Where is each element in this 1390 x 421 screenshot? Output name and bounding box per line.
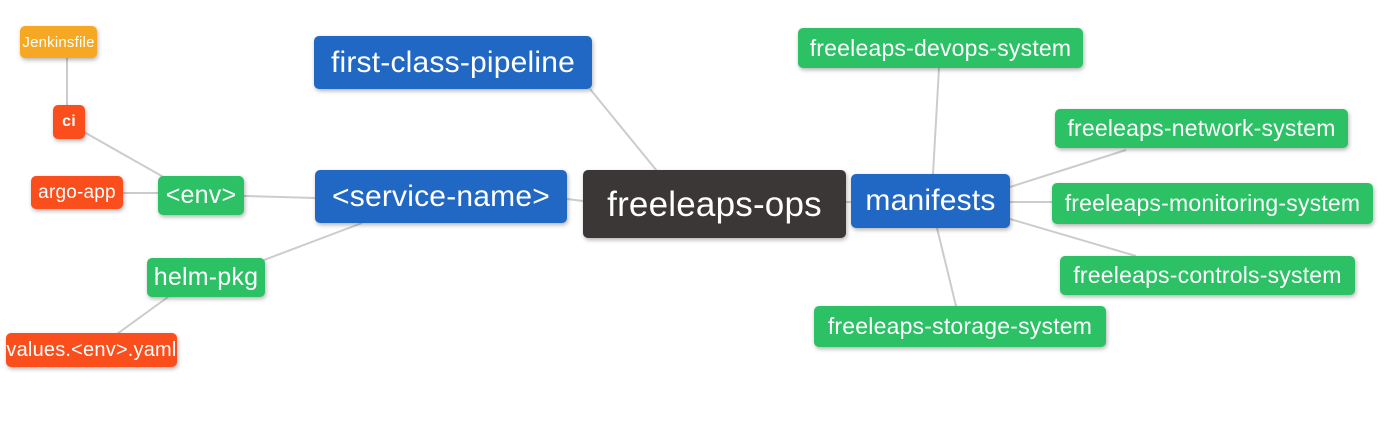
edge-pipeline-ops: [589, 88, 658, 172]
node-freeleaps-monitoring-system[interactable]: freeleaps-monitoring-system: [1052, 183, 1373, 224]
edge-helm-pkg-values: [116, 296, 169, 335]
node-ci[interactable]: ci: [53, 105, 85, 139]
node-service-name[interactable]: <service-name>: [315, 170, 567, 223]
node-values-env-yaml[interactable]: values.<env>.yaml: [6, 333, 177, 367]
edge-service-name-ops: [566, 198, 584, 202]
node-env[interactable]: <env>: [158, 176, 244, 215]
node-freeleaps-network-system[interactable]: freeleaps-network-system: [1055, 109, 1348, 148]
node-freeleaps-controls-system[interactable]: freeleaps-controls-system: [1060, 256, 1355, 295]
node-freeleaps-devops-system[interactable]: freeleaps-devops-system: [798, 28, 1083, 68]
edge-manifests-devops: [932, 67, 940, 175]
edge-manifests-controls: [1009, 218, 1137, 257]
edge-service-name-helm-pkg: [263, 222, 363, 261]
node-freeleaps-ops[interactable]: freeleaps-ops: [583, 170, 846, 238]
node-helm-pkg[interactable]: helm-pkg: [147, 258, 265, 297]
edge-env-service-name: [243, 195, 316, 199]
node-jenkinsfile[interactable]: Jenkinsfile: [20, 26, 97, 58]
node-first-class-pipeline[interactable]: first-class-pipeline: [314, 36, 592, 89]
node-freeleaps-storage-system[interactable]: freeleaps-storage-system: [814, 306, 1106, 347]
node-manifests[interactable]: manifests: [851, 174, 1010, 228]
edge-manifests-storage: [936, 227, 957, 307]
edge-ci-env: [83, 131, 168, 180]
edge-manifests-network: [1009, 149, 1127, 188]
node-argo-app[interactable]: argo-app: [31, 176, 123, 209]
